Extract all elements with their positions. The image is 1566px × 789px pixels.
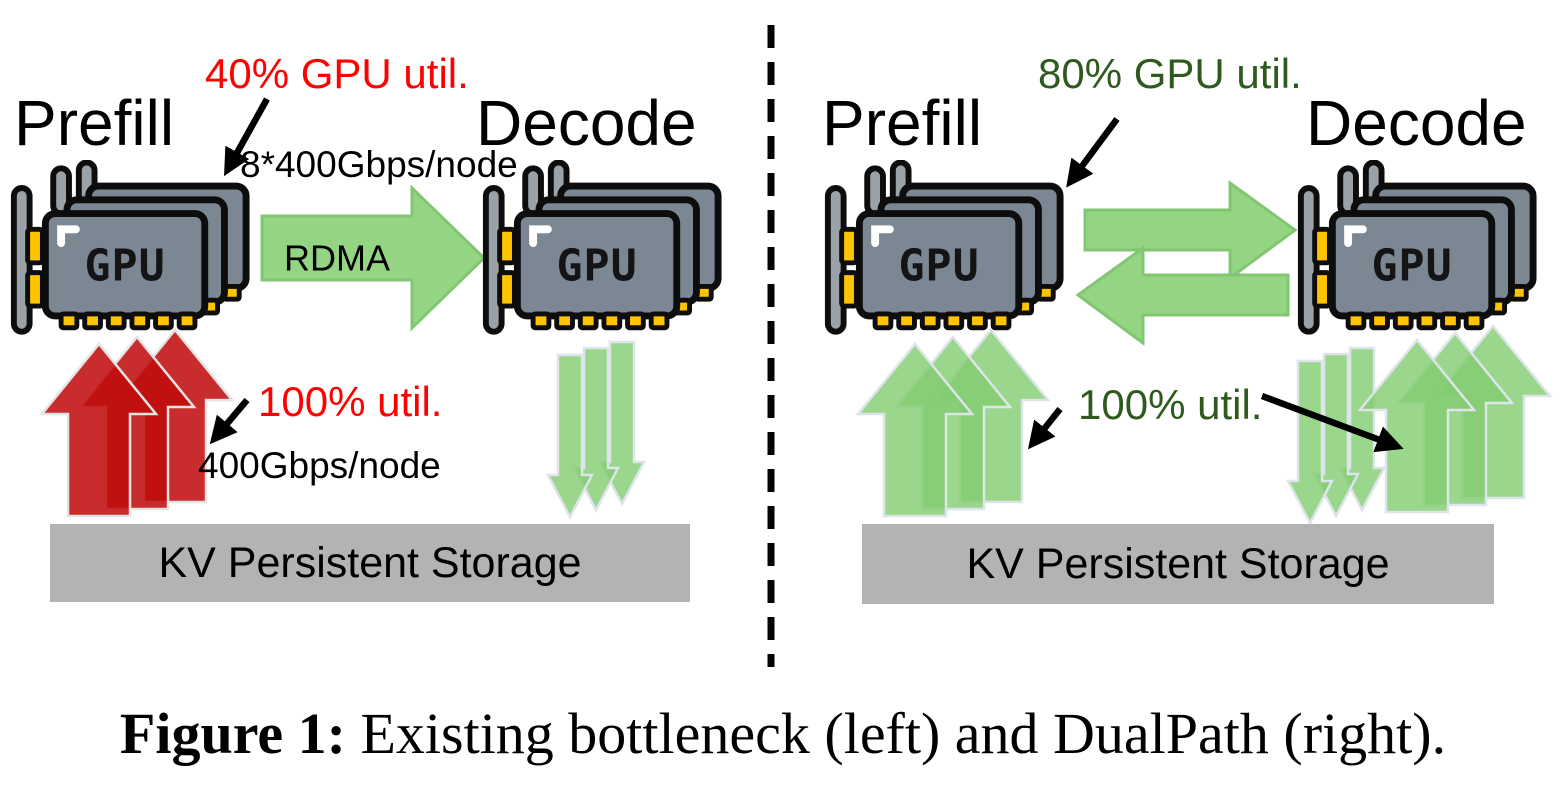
gpu-icon: GPU: [1297, 159, 1537, 335]
gpu-corner-mark: [871, 225, 894, 248]
gpu-corner-mark: [529, 225, 552, 248]
right-kv-storage-label: KV Persistent Storage: [966, 539, 1390, 588]
green-right-arrow-icon: [1083, 180, 1298, 281]
figure-caption-number: Figure 1:: [119, 701, 346, 766]
gpu-bottom-pins: [1345, 311, 1485, 331]
figure-caption-text: Existing bottleneck (left) and DualPath …: [345, 701, 1447, 766]
gpu-label: GPU: [557, 242, 638, 292]
red-up-arrows-icon: [39, 328, 235, 518]
right-storage-util-annotation: 100% util.: [1078, 381, 1263, 428]
right-prefill-label: Prefill: [822, 87, 983, 159]
left-prefill-label: Prefill: [14, 87, 175, 159]
rdma-arrow-label: RDMA: [284, 238, 390, 279]
gpu-corner-mark: [57, 225, 80, 248]
green-down-arrows-left-icon: [545, 340, 647, 520]
gpu-bracket-posts: [864, 159, 912, 217]
gpu-cluster-decode-right: GPU: [1293, 159, 1539, 345]
gpu-cluster-prefill-left: GPU: [6, 159, 252, 345]
gpu-icon: GPU: [824, 159, 1064, 335]
gpu-cluster-decode-left: GPU: [478, 159, 724, 345]
left-kv-storage-box: KV Persistent Storage: [50, 524, 690, 602]
right-decode-label: Decode: [1306, 87, 1527, 159]
gpu-label: GPU: [85, 242, 166, 292]
gpu-bottom-pins: [872, 311, 1012, 331]
left-storage-bandwidth-annotation: 400Gbps/node: [198, 445, 441, 486]
right-gpu-util-pointer-icon: [1066, 117, 1120, 188]
gpu-label: GPU: [1372, 242, 1453, 292]
left-gpu-util-annotation: 40% GPU util.: [205, 50, 469, 97]
right-kv-storage-box: KV Persistent Storage: [862, 524, 1494, 604]
green-up-arrows-decode-icon: [1357, 324, 1553, 514]
left-kv-storage-label: KV Persistent Storage: [158, 538, 582, 587]
left-storage-util-annotation: 100% util.: [258, 378, 443, 425]
figure-caption: Figure 1: Existing bottleneck (left) and…: [0, 700, 1566, 767]
gpu-bottom-pins: [58, 311, 198, 331]
green-up-arrows-prefill-icon: [855, 328, 1051, 518]
gpu-bottom-pins: [530, 311, 670, 331]
right-gpu-util-annotation: 80% GPU util.: [1038, 50, 1302, 97]
left-interconnect-annotation: 8*400Gbps/node: [240, 144, 518, 185]
gpu-corner-mark: [1344, 225, 1367, 248]
green-left-arrow-icon: [1075, 245, 1290, 346]
rdma-transfer-arrow-icon: RDMA: [260, 184, 487, 332]
left-decode-label: Decode: [476, 87, 697, 159]
gpu-label: GPU: [899, 242, 980, 292]
gpu-cluster-prefill-right: GPU: [820, 159, 1066, 345]
gpu-icon: GPU: [482, 159, 722, 335]
gpu-icon: GPU: [10, 159, 250, 335]
